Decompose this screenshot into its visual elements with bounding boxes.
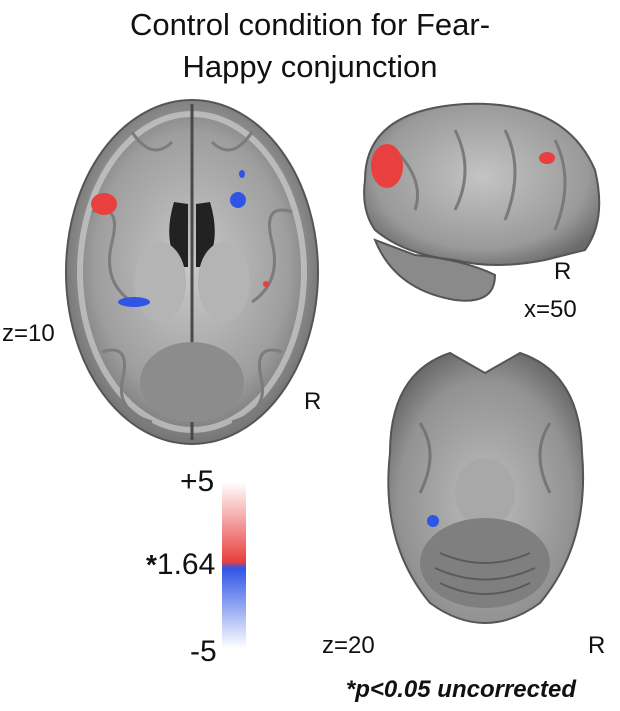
significance-footnote: *p<0.05 uncorrected <box>345 676 576 703</box>
axial-mid-side-label: R <box>304 388 322 415</box>
threshold-star: * <box>146 549 157 580</box>
activation-blue-left-posterior <box>118 297 150 307</box>
sagittal-side-label: R <box>554 258 572 285</box>
activation-blue-left-temporal <box>427 515 439 527</box>
activation-red-left-frontal <box>91 193 117 215</box>
axial-slice-z20 <box>387 351 585 624</box>
title-line-1: Control condition for Fear- <box>129 7 491 42</box>
colorbar-max-label: +5 <box>180 465 215 498</box>
axial-mid-coordinate: z=10 <box>2 320 55 347</box>
activation-blue-right-caudate <box>230 192 246 208</box>
figure-title: Control condition for Fear- Happy conjun… <box>0 4 620 88</box>
axial-low-coordinate: z=20 <box>322 632 375 659</box>
activation-red-frontal-large <box>371 144 403 188</box>
activation-red-right-temporal <box>263 281 269 287</box>
colorbar-threshold: *1.64 <box>146 548 215 582</box>
title-line-2: Happy conjunction <box>182 49 438 84</box>
sagittal-slice-x50 <box>363 102 601 302</box>
sagittal-coordinate: x=50 <box>524 296 577 323</box>
colorbar-min-label: -5 <box>190 635 217 668</box>
threshold-value: 1.64 <box>156 548 216 581</box>
activation-blue-right-frontal <box>239 170 245 178</box>
activation-red-parietal <box>539 152 555 164</box>
axial-low-side-label: R <box>588 632 606 659</box>
colorbar <box>222 482 246 648</box>
axial-slice-z10 <box>65 99 319 445</box>
